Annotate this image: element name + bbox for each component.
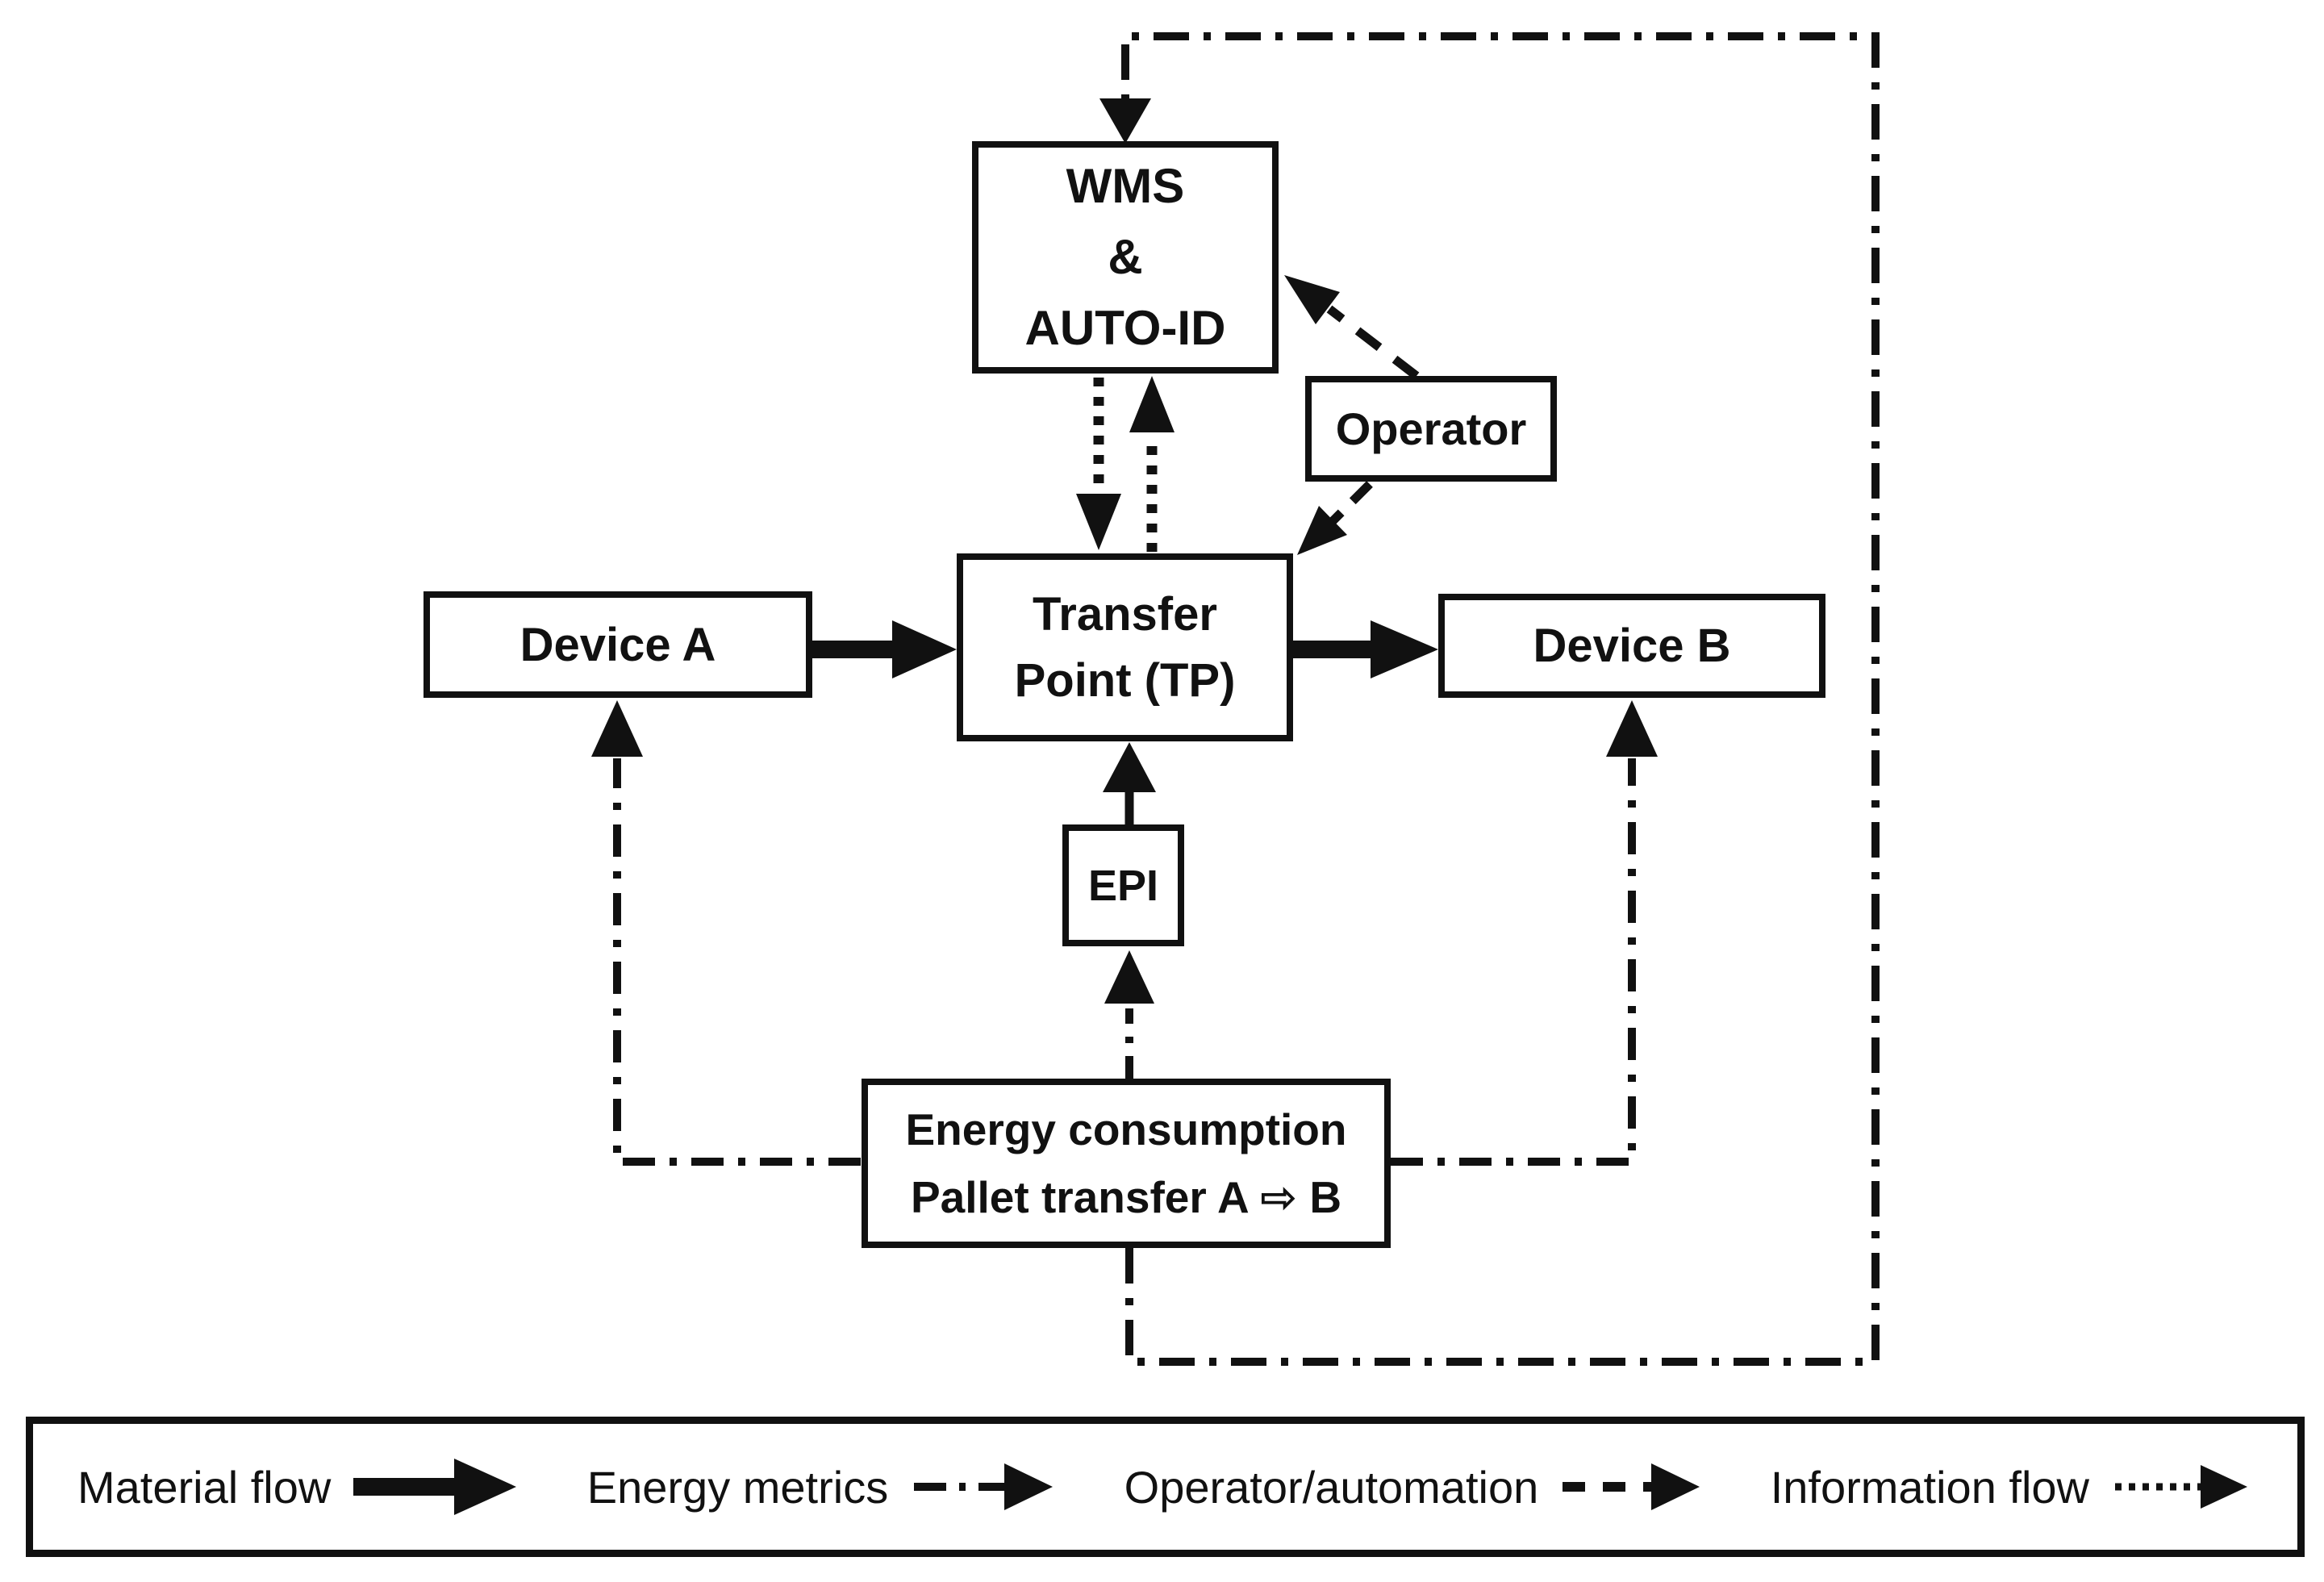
energy-label-line1: Energy consumption [905,1104,1347,1154]
arrow-epi-to-tp [1103,742,1156,824]
transfer-point-label-line1: Transfer [1033,587,1217,641]
legend-item-operator-automation: Operator/automation [1124,1451,1707,1523]
energy-metrics-arrow-energy-to-device-b [1391,700,1658,1166]
information-flow-arrow-tp-to-wms [1129,376,1175,552]
operator-automation-arrow-operator-to-wms [1284,275,1420,380]
legend-item-energy-metrics: Energy metrics [587,1451,1060,1523]
energy-label-line2: Pallet transfer A ⇨ B [910,1172,1342,1222]
device-b-label: Device B [1533,620,1731,672]
dashed-arrow-icon [1563,1463,1700,1510]
legend-energy-metrics-label: Energy metrics [586,1461,889,1513]
material-flow-arrow-device-a-to-tp [812,620,957,678]
wms-label-line2: & [1108,230,1143,284]
legend-operator-automation-label: Operator/automation [1124,1461,1539,1513]
legend-material-flow-label: Material flow [77,1461,332,1513]
wms-label-line1: WMS [1066,159,1185,213]
wms-label-line3: AUTO-ID [1024,301,1226,355]
legend-information-flow-label: Information flow [1770,1461,2089,1513]
device-a-box: Device A [423,591,812,698]
transfer-point-box: Transfer Point (TP) [957,553,1293,741]
device-b-box: Device B [1438,594,1825,698]
legend-item-material-flow: Material flow [77,1451,523,1523]
device-a-label: Device A [519,618,716,671]
transfer-point-label-line2: Point (TP) [1014,653,1236,707]
epi-label: EPI [1087,861,1159,910]
operator-automation-arrow-operator-to-tp [1297,481,1373,555]
information-flow-arrow-wms-to-tp [1076,378,1121,550]
operator-box: Operator [1305,376,1557,482]
energy-consumption-box: Energy consumption Pallet transfer A ⇨ B [862,1079,1391,1248]
material-flow-arrow-icon [353,1459,517,1515]
epi-box: EPI [1062,824,1184,946]
energy-metrics-arrow-energy-to-epi [1104,950,1154,1079]
energy-metrics-arrow-energy-loop-to-wms [1099,32,1880,1366]
material-flow-arrow-tp-to-device-b [1293,620,1438,678]
operator-label: Operator [1335,403,1527,454]
energy-metrics-arrow-energy-to-device-a [591,700,861,1166]
legend: Material flow Energy metrics Operator/au… [26,1417,2305,1557]
legend-item-information-flow: Information flow [1771,1451,2253,1523]
dash-dot-arrow-icon [914,1463,1054,1510]
dotted-arrow-icon [2114,1465,2247,1509]
wms-autoid-box: WMS & AUTO-ID [972,141,1279,374]
